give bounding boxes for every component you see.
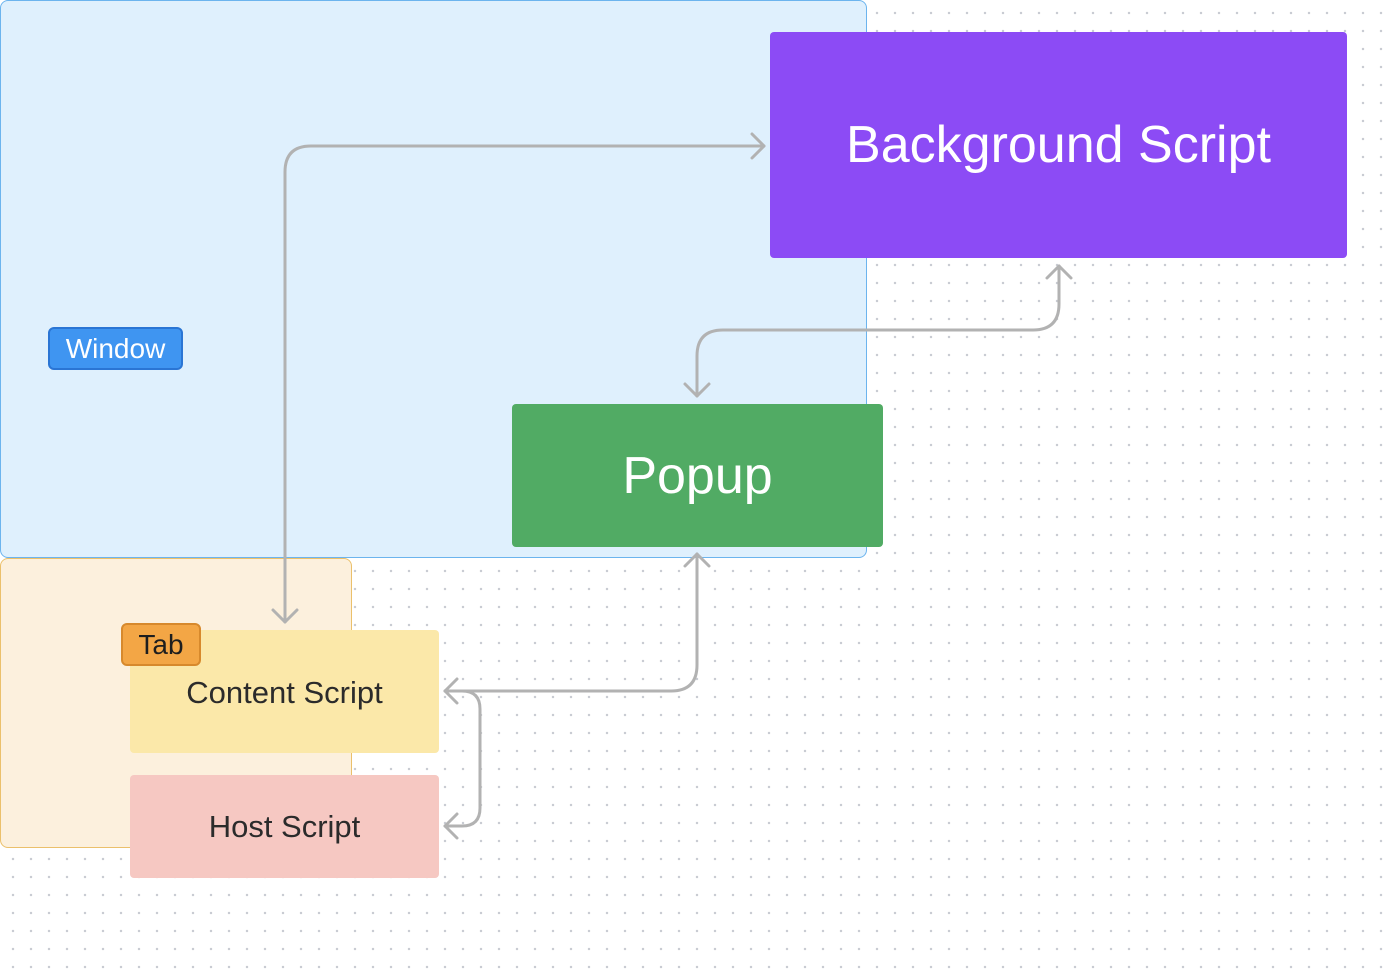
- tab-tag-label: Tab: [138, 628, 184, 660]
- popup-label: Popup: [622, 446, 773, 505]
- arrowhead-content-top: [271, 608, 299, 624]
- background-script-node[interactable]: Background Script: [770, 32, 1347, 258]
- arrowhead-background-left: [750, 132, 766, 160]
- window-tag-label: Window: [65, 332, 166, 364]
- host-script-label: Host Script: [208, 808, 361, 844]
- arrowhead-popup-bottom: [683, 552, 711, 568]
- connector-popup-background[interactable]: [695, 264, 1061, 398]
- content-script-label: Content Script: [186, 674, 383, 710]
- background-script-label: Background Script: [846, 116, 1271, 174]
- connector-content-popup[interactable]: [443, 552, 699, 693]
- popup-node[interactable]: Popup: [512, 404, 883, 547]
- connector-content-host[interactable]: [443, 689, 482, 828]
- connector-content-background[interactable]: [283, 144, 766, 624]
- arrowhead-host-right: [443, 812, 459, 840]
- arrowhead-popup-top: [683, 382, 711, 398]
- tab-tag: Tab: [121, 623, 201, 666]
- host-script-node[interactable]: Host Script: [130, 775, 439, 878]
- arrowhead-background-bottom: [1045, 264, 1073, 280]
- window-tag: Window: [48, 327, 183, 370]
